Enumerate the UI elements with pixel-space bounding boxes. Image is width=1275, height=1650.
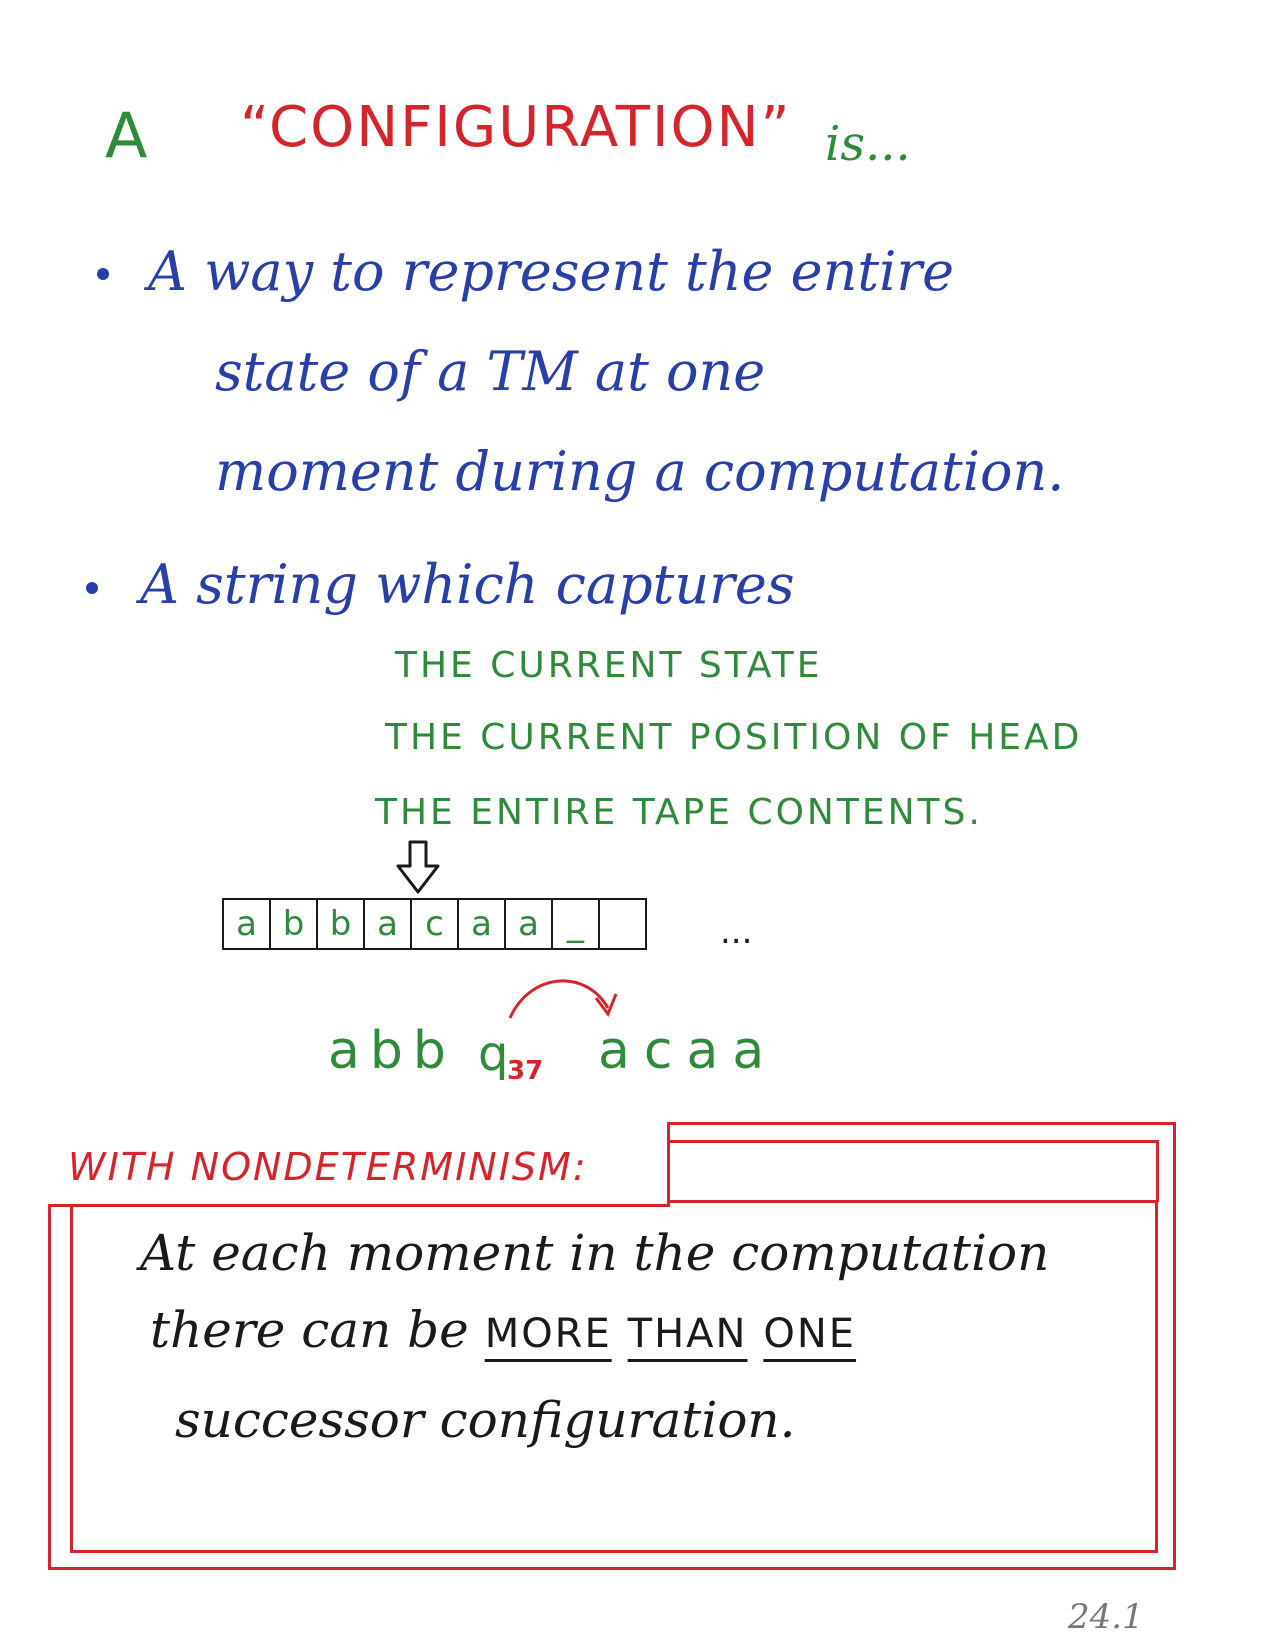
box-line2: there can be MORE THAN ONE <box>150 1305 856 1355</box>
page-number: 24.1 <box>1068 1597 1144 1637</box>
tape: a b b a c a a _ <box>222 898 647 950</box>
tape-cell: a <box>363 898 410 950</box>
bullet1-line2: state of a TM at one <box>215 340 766 403</box>
box-rail-top <box>670 1140 1158 1143</box>
emph-one: ONE <box>763 1311 857 1357</box>
capture-item-state: THE CURRENT STATE <box>395 645 823 686</box>
nondeterminism-label-box <box>48 1122 670 1207</box>
bullet-dot-1 <box>97 268 109 280</box>
tape-cell: a <box>504 898 551 950</box>
tape-cell: b <box>316 898 363 950</box>
bullet1-line1: A way to represent the entire <box>148 240 955 303</box>
tape-continuation: ... <box>720 912 753 952</box>
tape-cell-empty <box>598 898 647 950</box>
config-left: abb <box>328 1021 456 1081</box>
capture-item-tape: THE ENTIRE TAPE CONTENTS. <box>375 792 983 833</box>
curved-arrow-icon <box>508 979 618 1019</box>
config-state-subscript: 37 <box>507 1056 544 1086</box>
tape-cell: _ <box>551 898 598 950</box>
box-rail-side <box>1156 1140 1159 1202</box>
tape-cell: b <box>269 898 316 950</box>
title-term: “CONFIGURATION” <box>240 95 792 160</box>
box-line1: At each moment in the computation <box>140 1224 1050 1282</box>
bullet1-line3: moment during a computation. <box>215 440 1065 503</box>
nondeterminism-label: WITH NONDETERMINISM: <box>68 1145 588 1189</box>
emph-more: MORE <box>484 1311 612 1357</box>
tape-cell: c <box>410 898 457 950</box>
box-line3: successor configuration. <box>175 1391 796 1449</box>
down-arrow-icon <box>396 840 440 894</box>
bullet2-line1: A string which captures <box>140 553 795 616</box>
title-suffix: is... <box>825 116 911 172</box>
box-line2-prefix: there can be <box>150 1301 469 1359</box>
tape-cell: a <box>457 898 504 950</box>
bullet-dot-2 <box>86 582 98 594</box>
emph-than: THAN <box>627 1311 748 1357</box>
capture-item-head: THE CURRENT POSITION OF HEAD <box>385 717 1083 758</box>
title-prefix: A <box>105 99 148 172</box>
config-state: q <box>478 1026 509 1082</box>
tape-cell: a <box>222 898 269 950</box>
config-right: acaa <box>598 1021 779 1081</box>
